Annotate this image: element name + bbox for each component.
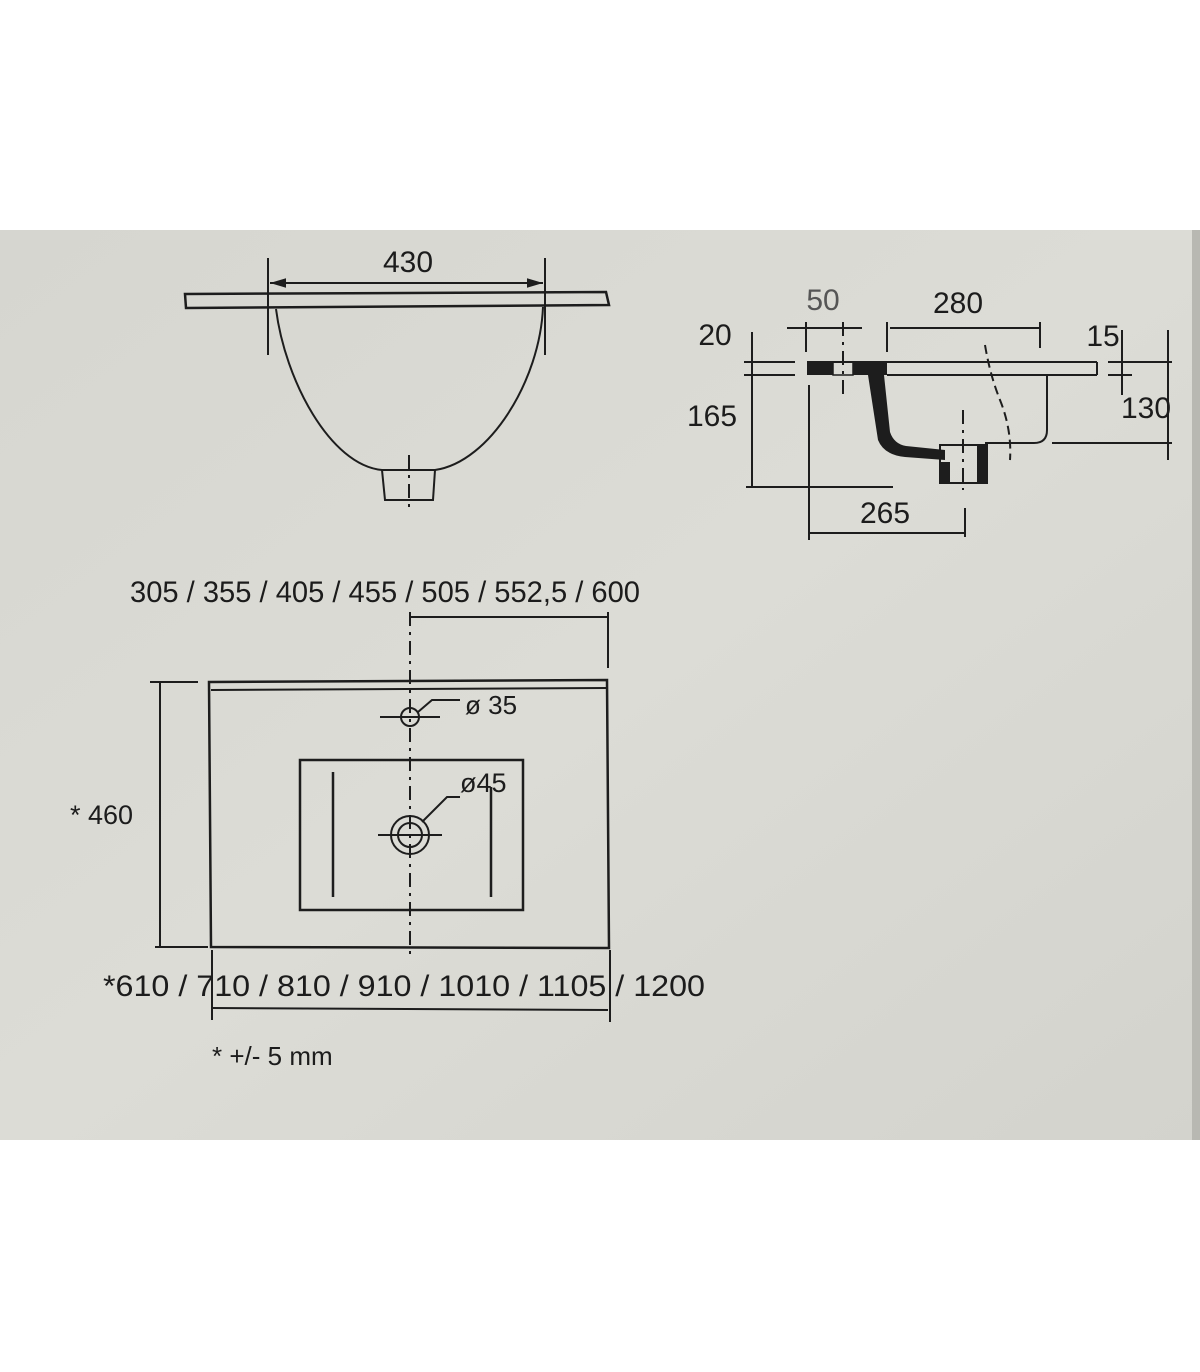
dimension-label-165: 165 (687, 400, 737, 433)
drain-label: ø45 (460, 768, 507, 798)
dimension-label-50: 50 (806, 284, 839, 317)
cabinet-hidden-line (984, 344, 1012, 461)
basin-bowl (275, 306, 544, 471)
drain-wall (977, 445, 987, 483)
paper-background (0, 230, 1200, 1140)
paper-edge (1192, 230, 1200, 1140)
tap-section-solid (807, 362, 833, 375)
countertop-outline (207, 678, 611, 950)
tap-offset-label: 305 / 355 / 405 / 455 / 505 / 552,5 / 60… (130, 576, 640, 609)
widths-label: *610 / 710 / 810 / 910 / 1010 / 1105 / 1… (103, 970, 705, 1003)
dimension-line-width (211, 1007, 609, 1011)
leader-line (417, 699, 460, 713)
plan-view: 305 / 355 / 405 / 455 / 505 / 552,5 / 60… (70, 576, 705, 1071)
tap-hole-label: ø 35 (465, 690, 517, 720)
side-section-view: 50 280 20 165 265 15 130 (687, 284, 1172, 540)
basin-rim (183, 290, 611, 310)
front-elevation-view: 430 (183, 246, 611, 513)
dimension-label-15: 15 (1086, 320, 1119, 353)
bowl-outline (298, 758, 525, 912)
dimension-label-430: 430 (383, 246, 433, 279)
drain-wall (940, 462, 950, 483)
dimension-label-280: 280 (933, 287, 983, 320)
bowl-profile (985, 375, 1048, 444)
dimension-label-265: 265 (860, 497, 910, 530)
tolerance-note: * +/- 5 mm (212, 1041, 333, 1071)
overflow-section-solid (853, 362, 887, 375)
dimension-label-20: 20 (698, 319, 731, 352)
drain-outlet (381, 469, 436, 501)
backsplash-line (210, 687, 608, 691)
dimension-label-130: 130 (1121, 392, 1171, 425)
leader-line (421, 796, 460, 823)
overflow-channel (868, 375, 945, 460)
depth-label: * 460 (70, 800, 133, 830)
